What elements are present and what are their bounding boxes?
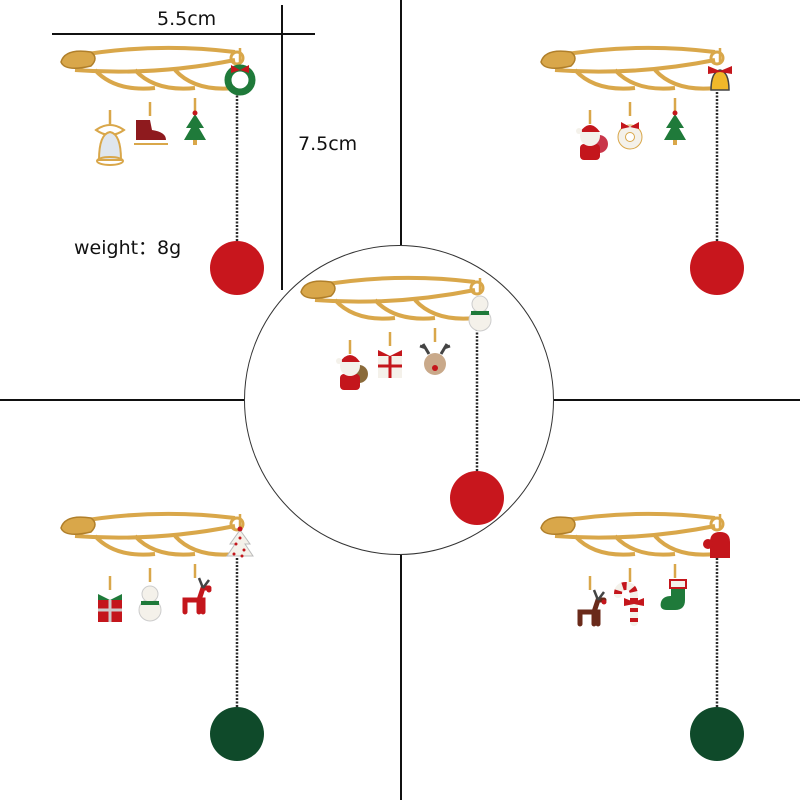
pin-arm	[373, 298, 436, 321]
width-label: 5.5cm	[157, 8, 217, 30]
pompom-green	[690, 707, 744, 761]
weight-label: weight：8g	[74, 237, 182, 259]
charm-gift-box	[98, 576, 122, 622]
pin-arm	[93, 68, 156, 91]
brooch-illustration	[300, 275, 504, 525]
divider-top-center	[400, 0, 402, 245]
brooch-illustration	[540, 511, 744, 761]
pin-arm	[613, 68, 676, 91]
pompom-red	[450, 471, 504, 525]
pin-bar-bottom	[74, 524, 236, 540]
pin-clasp	[60, 50, 96, 69]
pin-arm	[133, 534, 196, 557]
pin-bar-top	[554, 511, 716, 524]
charm-donut-wreath	[617, 102, 643, 150]
brooch-illustration	[60, 45, 264, 295]
divider-right	[554, 399, 800, 401]
charm-reindeer	[182, 564, 212, 615]
pin-coil	[469, 280, 485, 296]
charm-bell	[708, 48, 732, 91]
pin-bar-top	[554, 45, 716, 58]
pin-arm	[93, 534, 156, 557]
brooch-top-left	[55, 42, 275, 302]
divider-left	[0, 399, 244, 401]
height-label: 7.5cm	[298, 133, 358, 155]
charm-snowman	[468, 278, 492, 332]
height-dimension-line	[281, 5, 283, 290]
pin-arm	[653, 68, 716, 91]
brooch-top-right	[535, 42, 755, 302]
pin-coil	[229, 50, 245, 66]
charm-reindeer-face	[419, 328, 451, 375]
brooch-illustration	[540, 45, 744, 295]
charm-white-tree	[226, 514, 254, 558]
pompom-red	[210, 241, 264, 295]
divider-bottom-center	[400, 555, 402, 800]
charm-santa-with-sack	[336, 340, 368, 390]
charm-ice-skate	[134, 102, 168, 145]
charm-christmas-tree	[184, 98, 206, 145]
pin-arm	[573, 68, 636, 91]
brooch-bottom-right	[535, 508, 755, 768]
pompom-green	[210, 707, 264, 761]
pin-coil	[229, 516, 245, 532]
pin-clasp	[60, 516, 96, 535]
pin-bar-bottom	[554, 524, 716, 540]
pin-arm	[613, 534, 676, 557]
charm-wreath	[224, 48, 256, 96]
charm-bell-with-bow	[94, 110, 126, 166]
charm-reindeer	[577, 576, 607, 627]
pin-clasp	[540, 50, 576, 69]
pin-bar-bottom	[314, 288, 476, 304]
pin-arm	[573, 534, 636, 557]
charm-gift-box	[378, 332, 402, 378]
pin-arm	[133, 68, 196, 91]
width-dimension-line	[52, 33, 315, 35]
charm-candy-cane	[614, 568, 644, 626]
pin-coil	[709, 516, 725, 532]
brooch-illustration	[60, 511, 264, 761]
pin-bar-top	[314, 275, 476, 288]
brooch-bottom-left	[55, 508, 275, 768]
pin-arm	[653, 534, 716, 557]
brooch-center	[295, 272, 515, 532]
charm-snowman	[138, 568, 162, 622]
charm-mitten	[703, 514, 730, 558]
pin-clasp	[540, 516, 576, 535]
charm-stocking	[660, 564, 687, 610]
pin-bar-top	[74, 511, 236, 524]
pin-arm	[173, 534, 236, 557]
charm-santa	[576, 110, 608, 160]
pompom-red	[690, 241, 744, 295]
pin-bar-bottom	[74, 58, 236, 74]
pin-bar-top	[74, 45, 236, 58]
charm-christmas-tree	[664, 98, 686, 145]
pin-coil	[709, 50, 725, 66]
pin-arm	[413, 298, 476, 321]
pin-clasp	[300, 280, 336, 299]
pin-arm	[333, 298, 396, 321]
pin-bar-bottom	[554, 58, 716, 74]
